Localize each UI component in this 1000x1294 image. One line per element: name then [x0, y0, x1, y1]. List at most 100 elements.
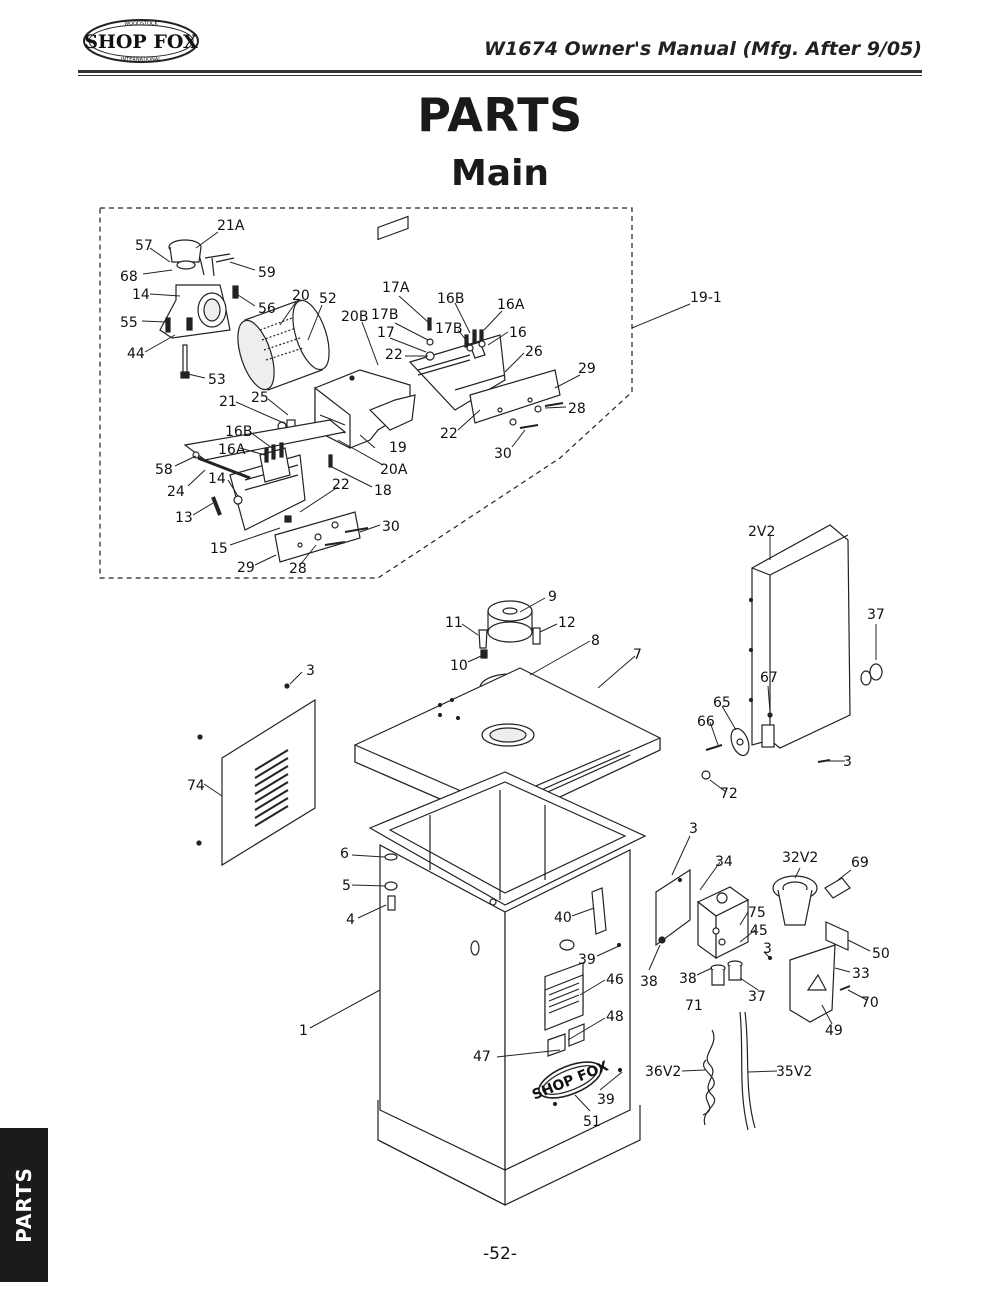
part-callout-label: 20 — [292, 288, 310, 304]
side-tab-label: PARTS — [12, 1167, 36, 1243]
parts-diagram: SHOP FOX — [0, 200, 1000, 1230]
part-callout-label: 68 — [120, 269, 138, 285]
part-callout-label: 3 — [689, 821, 698, 837]
part-callout-label: 20B — [341, 309, 368, 325]
side-panel — [196, 683, 316, 867]
part-callout-label: 74 — [187, 778, 205, 794]
part-callout-label: 16A — [218, 442, 246, 458]
part-callout-label: 51 — [583, 1114, 601, 1130]
part-callout-label: 49 — [825, 1023, 843, 1039]
part-callout-label: 28 — [289, 561, 307, 577]
part-callout-label: 66 — [697, 714, 715, 730]
svg-text:WOODSTOCK: WOODSTOCK — [124, 21, 158, 27]
part-callout-label: 22 — [440, 426, 458, 442]
part-callout-label: 9 — [548, 589, 557, 605]
section-side-tab: PARTS — [0, 1128, 48, 1282]
part-callout-label: 35V2 — [776, 1064, 812, 1080]
shop-fox-logo: SHOP FOX WOODSTOCK INTERNATIONAL — [82, 18, 200, 64]
part-callout-label: 67 — [760, 670, 778, 686]
header-rule — [78, 70, 922, 73]
part-callout-label: 65 — [713, 695, 731, 711]
part-callout-label: 69 — [851, 855, 869, 871]
part-callout-label: 72 — [720, 786, 738, 802]
part-callout-label: 11 — [445, 615, 463, 631]
part-callout-label: 32V2 — [782, 850, 818, 866]
part-callout-label: 13 — [175, 510, 193, 526]
part-callout-label: 59 — [258, 265, 276, 281]
part-callout-label: 70 — [861, 995, 879, 1011]
part-callout-label: 28 — [568, 401, 586, 417]
part-callout-label: 14 — [208, 471, 226, 487]
part-callout-label: 50 — [872, 946, 890, 962]
part-callout-label: 12 — [558, 615, 576, 631]
part-callout-label: 2V2 — [748, 524, 775, 540]
part-callout-label: 18 — [374, 483, 392, 499]
part-callout-label: 55 — [120, 315, 138, 331]
part-callout-label: 8 — [591, 633, 600, 649]
part-callout-label: 16B — [225, 424, 252, 440]
part-callout-label: 36V2 — [645, 1064, 681, 1080]
part-callout-label: 3 — [843, 754, 852, 770]
part-callout-label: 16A — [497, 297, 525, 313]
header-rule-thin — [78, 75, 922, 76]
part-callout-label: 7 — [633, 647, 642, 663]
part-callout-label: 5 — [342, 878, 351, 894]
part-callout-label: 24 — [167, 484, 185, 500]
cutter-head — [237, 299, 330, 391]
part-callout-label: 45 — [750, 923, 768, 939]
page-number: -52- — [483, 1244, 517, 1264]
part-callout-label: 30 — [382, 519, 400, 535]
part-callout-label: 21A — [217, 218, 245, 234]
switch-assembly — [655, 868, 851, 1131]
part-callout-label: 16 — [509, 325, 527, 341]
part-callout-label: 20A — [380, 462, 408, 478]
part-callout-label: 48 — [606, 1009, 624, 1025]
part-callout-label: 71 — [685, 998, 703, 1014]
part-callout-label: 46 — [606, 972, 624, 988]
part-callout-label: 17 — [377, 325, 395, 341]
part-callout-label: 56 — [258, 301, 276, 317]
part-callout-label: 19 — [389, 440, 407, 456]
part-callout-label: 29 — [237, 560, 255, 576]
part-callout-label: 38 — [679, 971, 697, 987]
part-callout-label: 30 — [494, 446, 512, 462]
part-callout-label: 34 — [715, 854, 733, 870]
cabinet: SHOP FOX — [354, 600, 661, 1206]
part-callout-label: 15 — [210, 541, 228, 557]
part-callout-label: 44 — [127, 346, 145, 362]
part-callout-label: 22 — [332, 477, 350, 493]
part-callout-label: 4 — [346, 912, 355, 928]
part-callout-label: 17A — [382, 280, 410, 296]
part-callout-label: 33 — [852, 966, 870, 982]
part-callout-label: 16B — [437, 291, 464, 307]
part-callout-label: 17B — [371, 307, 398, 323]
part-callout-label: 14 — [132, 287, 150, 303]
right-fence — [377, 215, 564, 429]
part-callout-label: 53 — [208, 372, 226, 388]
part-callout-label: 58 — [155, 462, 173, 478]
part-callout-label: 37 — [867, 607, 885, 623]
part-callout-label: 29 — [578, 361, 596, 377]
part-callout-label: 6 — [340, 846, 349, 862]
svg-text:SHOP FOX: SHOP FOX — [84, 31, 198, 53]
page-subtitle: Main — [450, 153, 550, 194]
part-callout-label: 37 — [748, 989, 766, 1005]
spindle-housing — [159, 239, 239, 379]
part-callout-label: 21 — [219, 394, 237, 410]
left-fence — [183, 419, 369, 563]
callout-labels: 21A 57 68 59 14 56 20 52 55 44 53 17A 16… — [120, 218, 890, 1130]
page-title: PARTS — [417, 88, 583, 142]
part-callout-label: 10 — [450, 658, 468, 674]
part-callout-label: 3 — [306, 663, 315, 679]
manual-title: W1674 Owner's Manual (Mfg. After 9/05) — [484, 38, 922, 60]
svg-text:INTERNATIONAL: INTERNATIONAL — [121, 57, 161, 63]
subassembly-outline — [99, 207, 633, 579]
part-callout-label: 3 — [763, 941, 772, 957]
part-callout-label: 47 — [473, 1049, 491, 1065]
part-callout-label: 25 — [251, 390, 269, 406]
part-callout-label: 19-1 — [690, 290, 722, 306]
leader-lines — [141, 231, 877, 1112]
part-callout-label: 17B — [435, 321, 462, 337]
part-callout-label: 39 — [597, 1092, 615, 1108]
part-callout-label: 26 — [525, 344, 543, 360]
